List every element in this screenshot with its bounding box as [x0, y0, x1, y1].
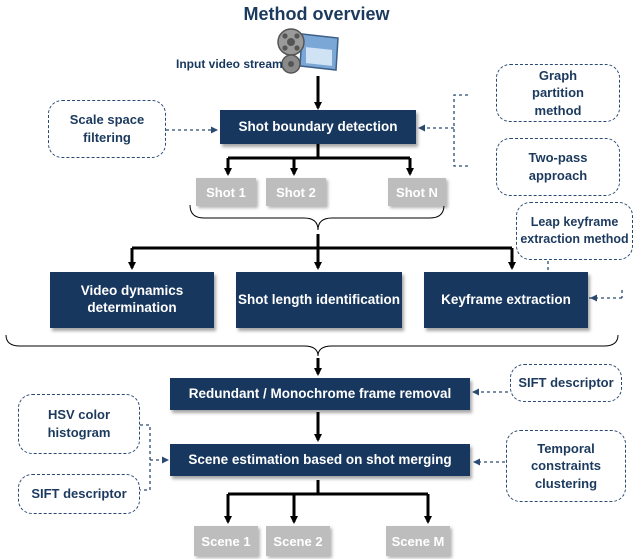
sift-descriptor-bottom-note: SIFT descriptor	[18, 474, 140, 514]
video-dynamics-box: Video dynamics determination	[50, 272, 214, 328]
page-title: Method overview	[243, 4, 390, 24]
shot-n-box: Shot N	[388, 178, 446, 206]
scene-1-box: Scene 1	[194, 526, 258, 556]
redundant-frame-removal-box: Redundant / Monochrome frame removal	[170, 378, 470, 410]
shot-2-box: Shot 2	[266, 178, 326, 206]
keyframe-extraction-box: Keyframe extraction	[424, 272, 588, 328]
shot-1-box: Shot 1	[196, 178, 256, 206]
scale-space-filtering-note: Scale space filtering	[48, 100, 166, 158]
temporal-constraints-note: Temporal constraints clustering	[506, 430, 626, 502]
shot-length-box: Shot length identification	[236, 272, 402, 328]
shot-boundary-detection-box: Shot boundary detection	[220, 110, 416, 144]
scene-m-box: Scene M	[386, 526, 450, 556]
hsv-histogram-note: HSV color histogram	[18, 394, 140, 454]
scene-estimation-box: Scene estimation based on shot merging	[170, 444, 470, 476]
scene-2-box: Scene 2	[266, 526, 330, 556]
two-pass-note: Two-pass approach	[496, 138, 620, 196]
input-video-label: Input video stream	[176, 57, 283, 71]
film-reel-icon	[276, 24, 340, 76]
graph-partition-note: Graph partition method	[496, 64, 620, 122]
leap-keyframe-note: Leap keyframe extraction method	[516, 202, 633, 260]
sift-descriptor-top-note: SIFT descriptor	[510, 364, 622, 402]
